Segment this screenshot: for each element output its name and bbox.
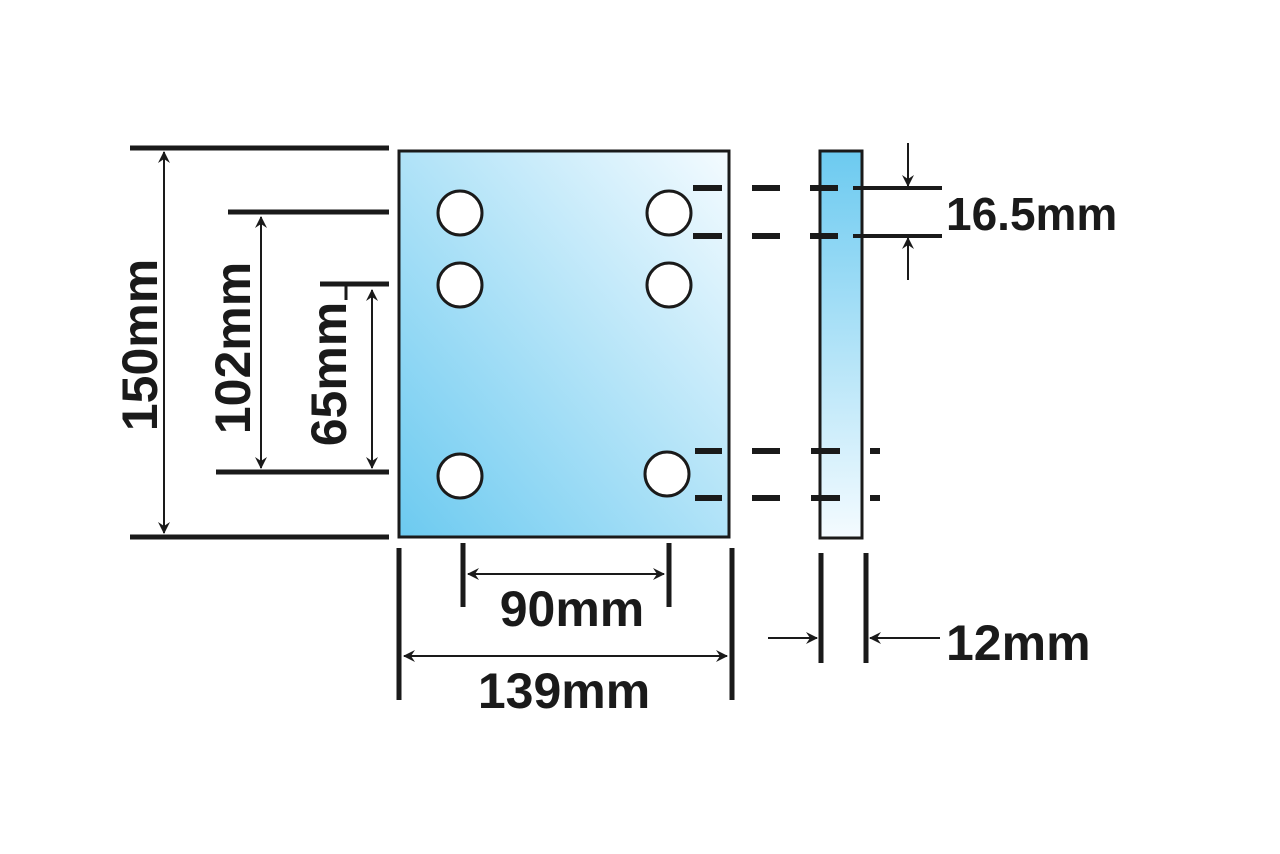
overall-width-label: 139mm [478,663,650,719]
hole [645,261,693,309]
horizontal-dimensions [396,543,735,700]
side-view: 16.5mm [693,143,1117,540]
hidden-lines-bottom [695,448,880,501]
mounting-holes [436,189,693,500]
thickness-label: 12mm [946,615,1091,671]
hole-diameter-label: 16.5mm [946,188,1117,240]
vertical-dimensions [130,145,389,540]
hole [645,189,693,237]
plate-side [818,149,864,540]
hidden-lines-top [693,185,942,239]
hole [643,450,691,498]
hole [436,261,484,309]
thickness-dimension [768,553,940,663]
inner-spacing-label: 65mm [301,302,357,447]
hole [436,452,484,500]
hole-centre-width-label: 90mm [500,581,645,637]
hole [436,189,484,237]
overall-height-label: 150mm [112,259,168,431]
front-view [397,149,731,539]
outer-spacing-label: 102mm [205,262,261,434]
